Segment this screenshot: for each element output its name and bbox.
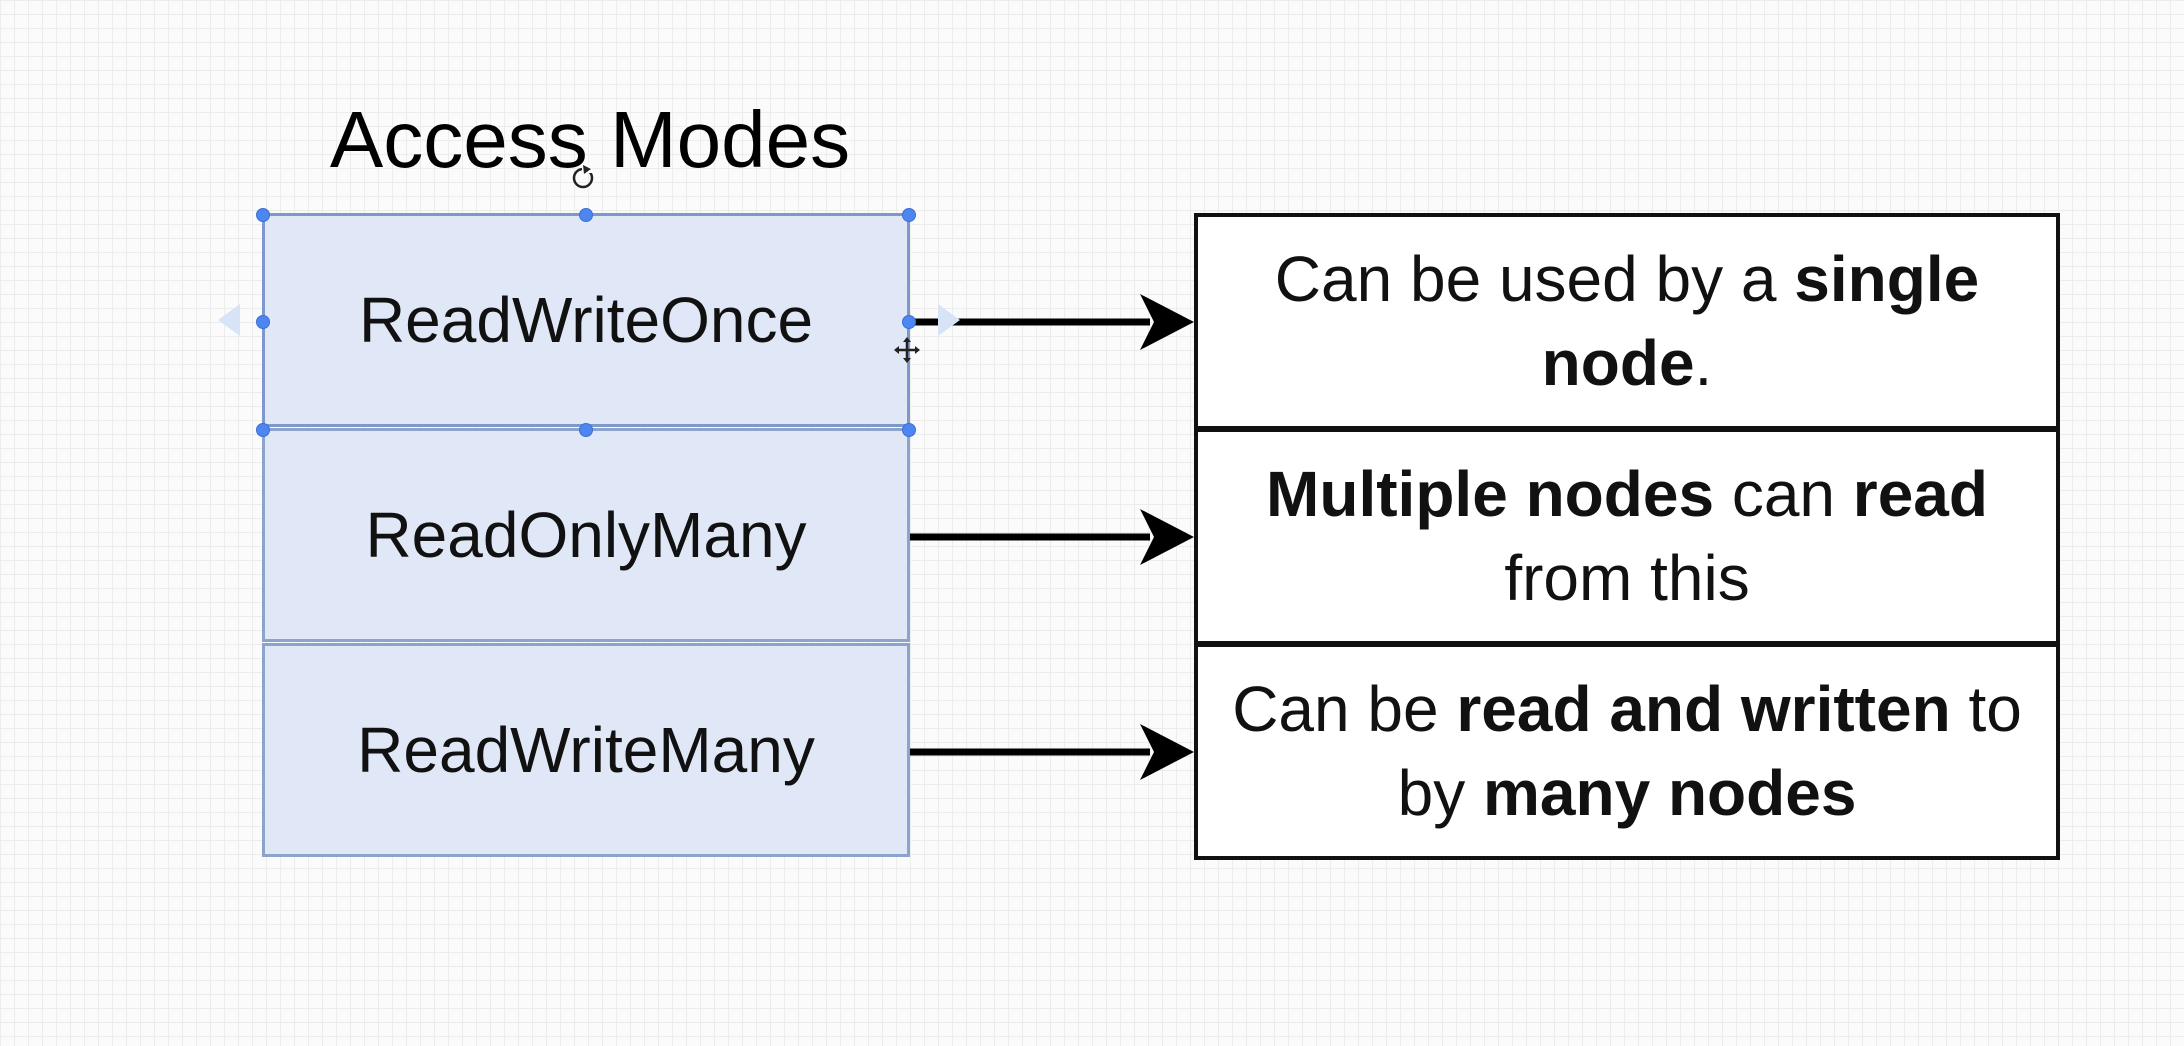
resize-handle-top-right[interactable] [902,208,916,222]
resize-handle-middle-right[interactable] [902,315,916,329]
description-box-single-node[interactable]: Can be used by a single node. [1194,213,2060,430]
connect-left-hint-icon[interactable] [218,304,240,336]
mode-box-readwritemany[interactable]: ReadWriteMany [262,643,910,857]
connector-arrow-2[interactable] [910,509,1194,565]
mode-box-readwriteonce[interactable]: ReadWriteOnce [262,213,910,427]
description-text: Can be used by a single node. [1214,238,2040,404]
description-emphasis: read and written [1456,673,1951,746]
resize-handle-bottom-left[interactable] [256,423,270,437]
move-cursor-icon [894,337,920,363]
resize-handle-top-left[interactable] [256,208,270,222]
mode-box-readonlymany[interactable]: ReadOnlyMany [262,428,910,642]
description-box-read-write-many[interactable]: Can be read and written to by many nodes [1194,643,2060,860]
resize-handle-bottom-center[interactable] [579,423,593,437]
description-segment: to by [1397,673,2022,829]
description-segment: Can be used by a [1274,243,1795,316]
connector-arrow-3[interactable] [910,724,1194,780]
description-emphasis: Multiple nodes [1266,458,1715,531]
mode-label: ReadWriteMany [357,714,815,786]
description-emphasis: single node [1541,243,1980,399]
description-emphasis: many nodes [1482,756,1857,829]
resize-handle-top-center[interactable] [579,208,593,222]
description-text: Multiple nodes can read from this [1214,453,2040,619]
description-segment: from this [1504,541,1750,614]
resize-handle-bottom-right[interactable] [902,423,916,437]
description-box-multiple-read[interactable]: Multiple nodes can read from this [1194,428,2060,645]
description-segment: Can be [1232,673,1457,746]
description-segment: . [1694,326,1713,399]
description-text: Can be read and written to by many nodes [1214,668,2040,834]
connect-right-hint-icon[interactable] [938,304,960,336]
resize-handle-middle-left[interactable] [256,315,270,329]
mode-label: ReadOnlyMany [365,499,807,571]
rotate-cursor-icon [572,165,594,189]
description-emphasis: read [1852,458,1988,531]
description-segment: can [1714,458,1853,531]
mode-label: ReadWriteOnce [358,284,814,356]
